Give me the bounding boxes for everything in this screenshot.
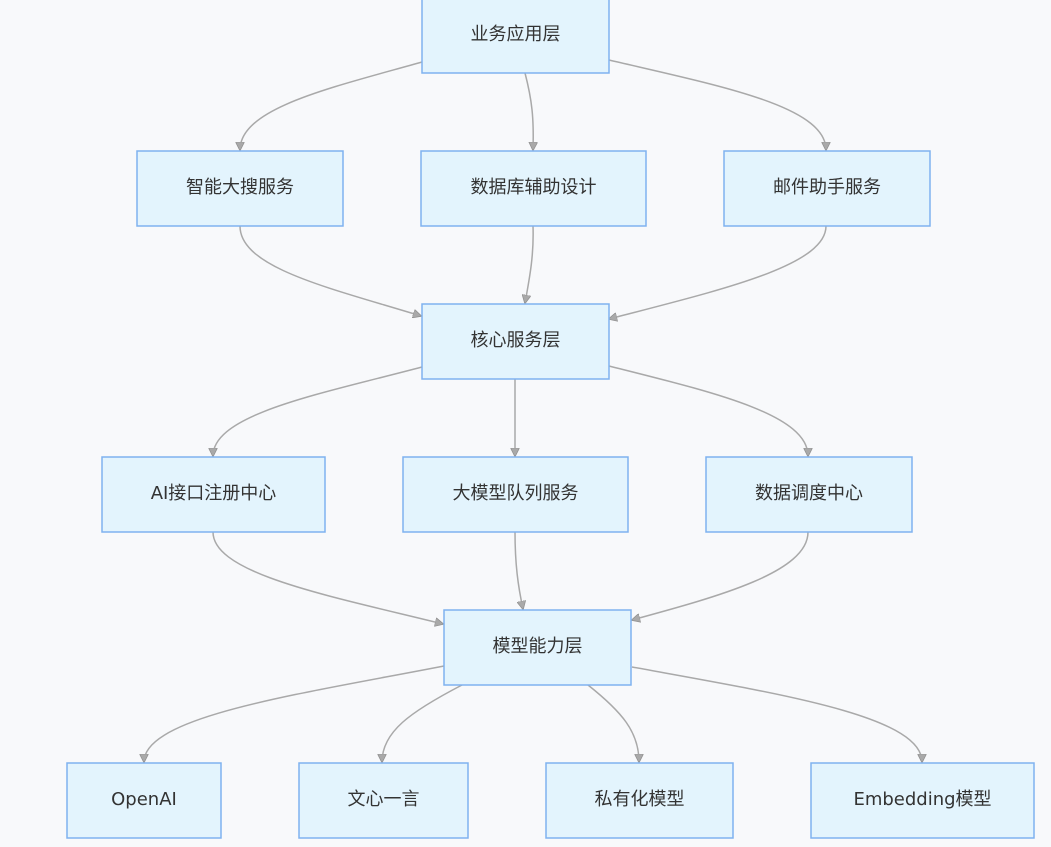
edge-core-to-ai-registry [213, 366, 423, 456]
edge-business-to-smart-search [240, 61, 423, 150]
node-label: AI接口注册中心 [151, 483, 277, 504]
node-embedding-model[interactable]: Embedding模型 [810, 762, 1035, 839]
edge-core-to-data-scheduling [608, 365, 808, 456]
edge-mail-assistant-to-core [609, 225, 827, 319]
edge-data-scheduling-to-model-layer [632, 531, 809, 620]
edge-model-layer-to-openai [144, 665, 445, 762]
node-label: OpenAI [111, 789, 177, 810]
node-smart-search[interactable]: 智能大搜服务 [136, 150, 344, 227]
node-business-layer[interactable]: 业务应用层 [421, 0, 610, 74]
node-db-design[interactable]: 数据库辅助设计 [420, 150, 647, 227]
edge-model-layer-to-private-model [587, 684, 639, 762]
node-llm-queue[interactable]: 大模型队列服务 [402, 456, 629, 533]
node-openai[interactable]: OpenAI [66, 762, 222, 839]
node-label: 数据调度中心 [755, 483, 863, 504]
edge-ai-registry-to-model-layer [212, 531, 443, 624]
edge-model-layer-to-wenxin [382, 684, 463, 762]
node-label: 大模型队列服务 [453, 483, 579, 504]
node-private-model[interactable]: 私有化模型 [545, 762, 734, 839]
edge-model-layer-to-embedding [631, 666, 922, 762]
node-label: 模型能力层 [493, 636, 583, 657]
edge-business-to-mail-assistant [608, 59, 826, 150]
node-core-service-layer[interactable]: 核心服务层 [421, 303, 610, 380]
edge-smart-search-to-core [239, 225, 421, 316]
node-mail-assistant[interactable]: 邮件助手服务 [723, 150, 931, 227]
edge-db-design-to-core [525, 225, 534, 303]
node-label: 文心一言 [348, 789, 420, 810]
node-model-capability-layer[interactable]: 模型能力层 [443, 609, 632, 686]
node-label: 私有化模型 [595, 789, 685, 810]
node-label: Embedding模型 [853, 789, 991, 810]
node-label: 数据库辅助设计 [471, 177, 597, 198]
node-data-scheduling[interactable]: 数据调度中心 [705, 456, 913, 533]
edge-business-to-db-design [524, 72, 533, 150]
node-label: 业务应用层 [471, 24, 561, 45]
node-label: 邮件助手服务 [773, 177, 881, 198]
node-label: 核心服务层 [471, 330, 561, 351]
node-label: 智能大搜服务 [186, 177, 294, 198]
node-ai-registry[interactable]: AI接口注册中心 [101, 456, 326, 533]
node-wenxin[interactable]: 文心一言 [298, 762, 469, 839]
edge-llm-queue-to-model-layer [514, 531, 523, 609]
edges [144, 59, 922, 762]
